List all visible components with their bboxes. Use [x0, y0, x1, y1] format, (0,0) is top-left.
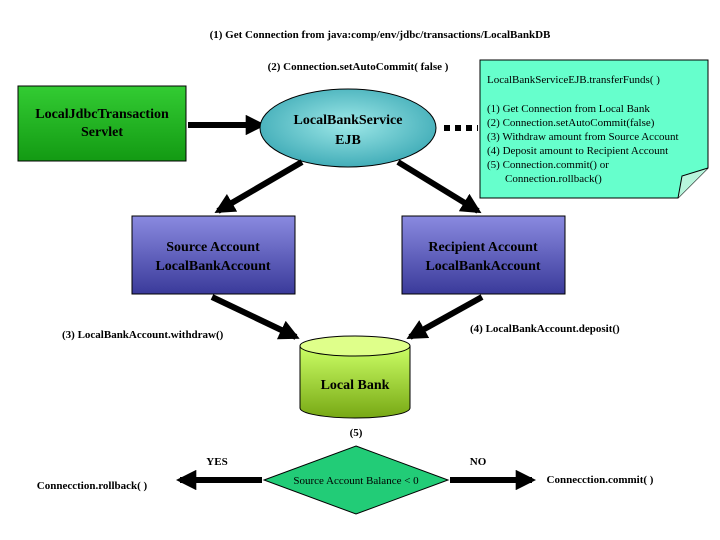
no-label: NO [470, 456, 487, 468]
note-line-2: (2) Connection.setAutoCommit(false) [487, 117, 655, 129]
note-line-6: Connection.rollback() [505, 173, 602, 185]
source-account-node: Source Account LocalBankAccount [131, 215, 296, 295]
source-account-line1: Source Account [166, 240, 260, 255]
commit-label: Connecction.commit( ) [547, 474, 654, 486]
source-to-bank-arrow [210, 294, 300, 340]
local-bank-label: Local Bank [321, 378, 390, 393]
local-bank-node: Local Bank [299, 335, 411, 419]
ejb-label-line2: EJB [335, 133, 361, 148]
step1-label: (1) Get Connection from java:comp/env/jd… [210, 29, 551, 41]
note-line-4: (4) Deposit amount to Recipient Account [487, 145, 668, 157]
recipient-to-bank-arrow [406, 294, 484, 340]
step2-label: (2) Connection.setAutoCommit( false ) [268, 61, 449, 73]
step3-label: (3) LocalBankAccount.withdraw() [62, 329, 224, 341]
recipient-account-line1: Recipient Account [428, 240, 538, 255]
ejb-to-source-arrow [214, 159, 304, 214]
step4-label: (4) LocalBankAccount.deposit() [470, 323, 620, 335]
servlet-node: LocalJdbcTransaction Servlet [17, 85, 187, 162]
recipient-account-node: Recipient Account LocalBankAccount [401, 215, 566, 295]
servlet-label-line2: Servlet [81, 125, 123, 140]
transfer-funds-note: LocalBankServiceEJB.transferFunds( ) (1)… [479, 59, 709, 199]
yes-label: YES [206, 456, 227, 468]
note-line-5: (5) Connection.commit() or [487, 159, 609, 171]
balance-decision-node: Source Account Balance < 0 [262, 445, 450, 515]
note-line-3: (3) Withdraw amount from Source Account [487, 131, 679, 143]
recipient-account-line2: LocalBankAccount [425, 259, 540, 274]
servlet-label-line1: LocalJdbcTransaction [35, 107, 169, 122]
note-line-1: (1) Get Connection from Local Bank [487, 103, 650, 115]
rollback-label: Connecction.rollback( ) [37, 480, 148, 492]
ejb-node: LocalBankService EJB [259, 88, 437, 168]
decision-label: Source Account Balance < 0 [293, 475, 419, 487]
ejb-to-recipient-arrow [396, 159, 482, 214]
source-account-line2: LocalBankAccount [155, 259, 270, 274]
ejb-label-line1: LocalBankService [294, 113, 403, 128]
note-title: LocalBankServiceEJB.transferFunds( ) [487, 74, 660, 86]
step5-label: (5) [350, 427, 363, 439]
